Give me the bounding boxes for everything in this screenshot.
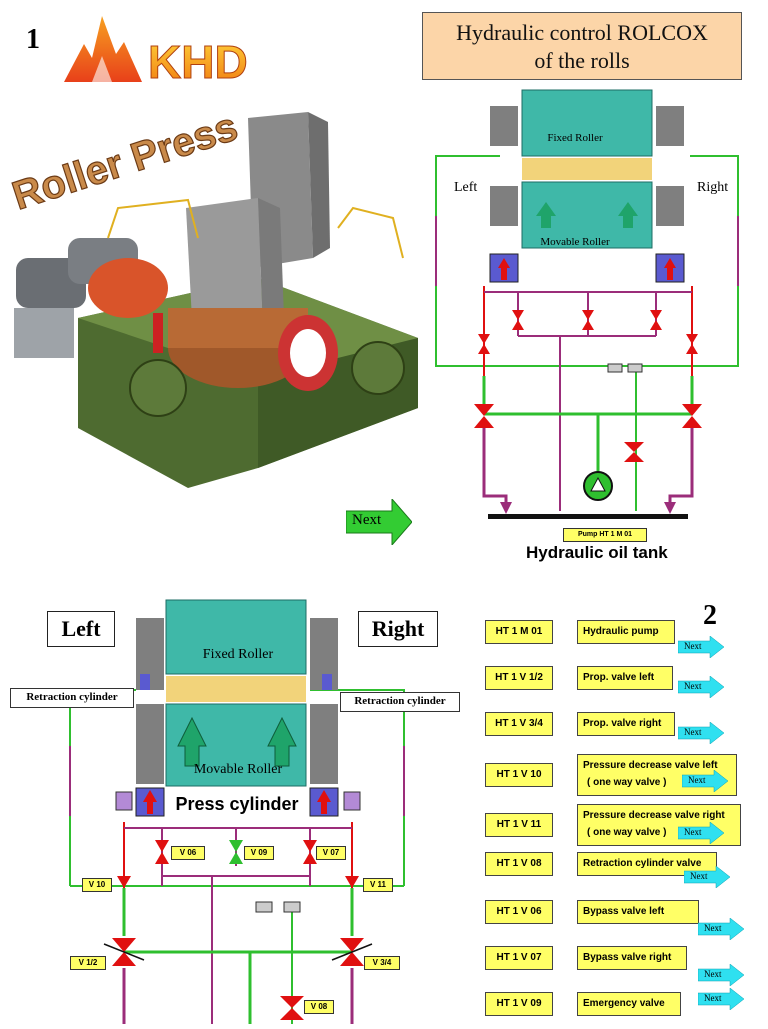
next-button[interactable]: Next [677,675,725,699]
legend-description: Prop. valve left [577,666,673,690]
khd-logo: KHD [62,14,268,89]
valve-label-v10: V 10 [82,878,112,892]
pump-label: Pump HT 1 M 01 [563,528,647,542]
left-label-2: Left [47,611,115,647]
next-button[interactable]: Next [677,635,725,659]
legend-description-text: Prop. valve left [583,672,655,683]
fixed-roller-label-2: Fixed Roller [202,647,274,662]
legend-code: HT 1 V 11 [485,813,553,837]
next-label: Next [704,969,722,979]
legend-code: HT 1 V 3/4 [485,712,553,736]
legend-description: Emergency valve [577,992,681,1016]
legend-code: HT 1 V 07 [485,946,553,970]
valve-label-v34: V 3/4 [364,956,400,970]
legend-code: HT 1 V 08 [485,852,553,876]
legend-description-text: Retraction cylinder valve [583,858,702,869]
legend-description-text: Hydraulic pump [583,626,659,637]
legend-description-text: Emergency valve [583,998,665,1009]
movable-roller-label-1: Movable Roller [540,236,610,248]
logo-text: KHD [148,36,248,86]
legend-description-text: Pressure decrease valve left [583,760,718,771]
roller-press-machine-image [8,108,420,488]
legend-description: Hydraulic pump [577,620,675,644]
hydraulic-schematic-large [0,596,460,1024]
title-line-1: Hydraulic control ROLCOX [456,20,708,45]
valve-label-v11: V 11 [363,878,393,892]
next-button[interactable]: Next [683,865,731,889]
next-label: Next [684,641,702,651]
valve-label-v08: V 08 [304,1000,334,1014]
legend-description-text: Bypass valve left [583,906,665,917]
next-arrow-icon [345,497,413,547]
retraction-cylinder-right: Retraction cylinder [340,692,460,712]
next-arrow-icon [697,987,745,1011]
legend-description-text: Bypass valve right [583,952,672,963]
next-button[interactable]: Next [681,769,729,793]
legend-description: Retraction cylinder valve [577,852,717,876]
next-label: Next [684,727,702,737]
next-arrow-icon [683,865,731,889]
legend-code: HT 1 V 09 [485,992,553,1016]
next-label: Next [688,775,706,785]
retraction-cylinder-left: Retraction cylinder [10,688,134,708]
legend-code: HT 1 V 06 [485,900,553,924]
movable-roller-label-2: Movable Roller [193,762,283,777]
legend-description: Bypass valve left [577,900,699,924]
legend-description-note: ( one way valve ) [587,777,667,788]
next-label: Next [704,923,722,933]
legend-description: Prop. valve right [577,712,675,736]
next-button[interactable]: Next [697,917,745,941]
next-arrow-icon [697,917,745,941]
hydraulic-schematic-small [428,86,748,566]
legend-code: HT 1 M 01 [485,620,553,644]
roller-press-title: Roller Press [7,104,248,228]
press-cylinder-label: Press cylinder [166,792,308,816]
next-button[interactable]: Next [697,963,745,987]
valve-label-v06: V 06 [171,846,205,860]
next-arrow-icon [677,721,725,745]
legend-description: Bypass valve right [577,946,687,970]
next-label: Next [690,871,708,881]
valve-label-v07: V 07 [316,846,346,860]
next-label: Next [704,993,722,1003]
next-arrow-icon [677,635,725,659]
right-label-2: Right [358,611,438,647]
next-button[interactable]: Next [677,821,725,845]
next-button[interactable]: Next [677,721,725,745]
valve-label-v12: V 1/2 [70,956,106,970]
hydraulic-oil-tank-label: Hydraulic oil tank [526,543,668,562]
page-number-2: 2 [703,600,717,631]
left-label-1: Left [454,180,478,195]
next-button[interactable]: Next [697,987,745,1011]
next-label: Next [684,827,702,837]
next-arrow-icon [697,963,745,987]
legend-description-text: Prop. valve right [583,718,662,729]
page-number-1: 1 [26,24,40,55]
fixed-roller-label-1: Fixed Roller [547,132,603,144]
valve-label-v09: V 09 [244,846,274,860]
next-label-page1: Next [352,512,382,528]
next-button-page1[interactable]: Next [345,497,413,547]
khd-logo-mark: KHD [64,16,248,89]
next-label: Next [684,681,702,691]
right-label-1: Right [697,180,729,195]
hydraulic-control-title: Hydraulic control ROLCOX of the rolls [422,12,742,80]
legend-description-note: ( one way valve ) [587,827,667,838]
next-arrow-icon [681,769,729,793]
next-arrow-icon [677,821,725,845]
legend-code: HT 1 V 10 [485,763,553,787]
legend-code: HT 1 V 1/2 [485,666,553,690]
legend-description-text: Pressure decrease valve right [583,810,725,821]
next-arrow-icon [677,675,725,699]
title-line-2: of the rolls [534,48,630,73]
